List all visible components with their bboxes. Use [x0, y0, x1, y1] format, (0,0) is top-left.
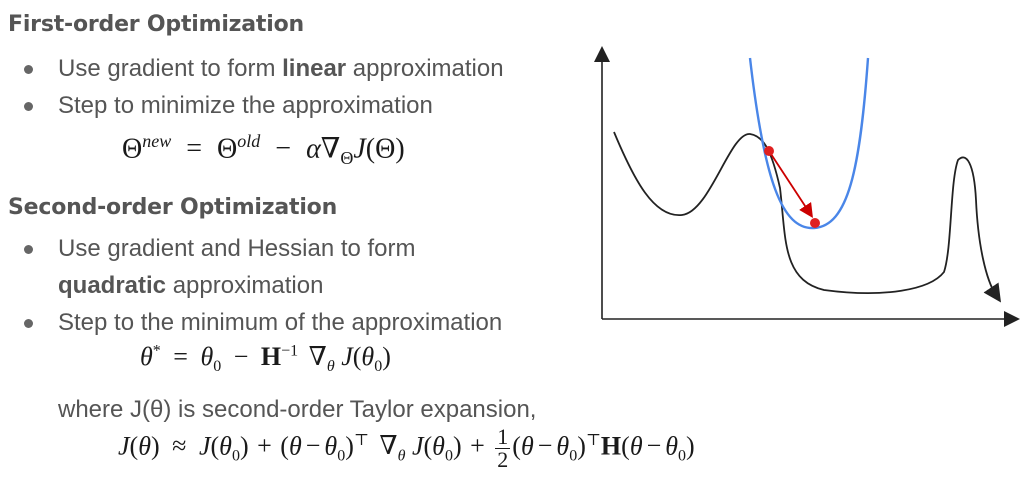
gradient-descent-update-equation: Θnew = Θold − α∇ΘJ(Θ) [122, 131, 405, 168]
bullet-text-bold: quadratic [58, 272, 167, 299]
newton-method-illustration [594, 46, 1020, 327]
bullet-text-bold: linear [282, 55, 347, 82]
bullet-text-post: approximation [346, 55, 504, 82]
newton-step-arrow [768, 150, 813, 219]
first-order-bullet-linear: Use gradient to form linear approximatio… [20, 50, 504, 87]
first-order-heading: First-order Optimization [8, 12, 304, 37]
bullet-text-pre: Use gradient to form [58, 55, 283, 82]
bullet-text: Step to minimize the approximation [58, 92, 433, 119]
bullet-dot-icon [24, 102, 33, 111]
first-order-bullets: Use gradient to form linear approximatio… [20, 50, 504, 124]
second-order-bullet-step: Step to the minimum of the approximation [20, 304, 502, 341]
bullet-dot-icon [24, 319, 33, 328]
first-order-bullet-step: Step to minimize the approximation [20, 87, 504, 124]
bullet-dot-icon [24, 65, 33, 74]
current-point-marker [764, 146, 774, 156]
bullet-dot-icon [24, 245, 33, 254]
minimum-point-marker [810, 218, 820, 228]
second-order-bullet-quadratic: Use gradient and Hessian to form quadrat… [20, 230, 502, 304]
second-order-bullets: Use gradient and Hessian to form quadrat… [20, 230, 502, 341]
quadratic-approximation-curve [748, 57, 870, 230]
newton-step-equation: θ* = θ0 − H−1 ∇θ J(θ0) [140, 342, 391, 376]
bullet-text: Step to the minimum of the approximation [58, 309, 503, 336]
taylor-expansion-caption: where J(θ) is second-order Taylor expans… [58, 396, 537, 423]
loss-curve [613, 131, 1001, 303]
bullet-text-line1: Use gradient and Hessian to form [58, 235, 416, 262]
second-order-heading: Second-order Optimization [8, 195, 338, 220]
bullet-text-post: approximation [166, 272, 324, 299]
